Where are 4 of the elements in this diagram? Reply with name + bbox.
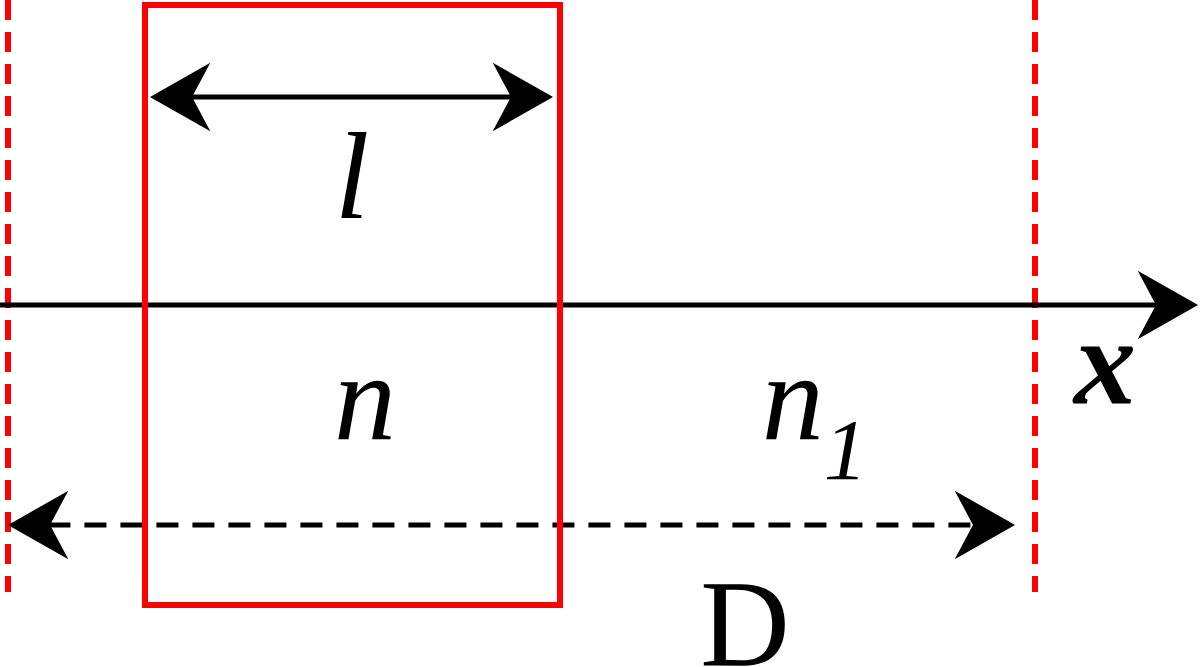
dimension-label: D	[703, 584, 785, 666]
slab-box: l n	[142, 2, 563, 608]
axis-label: x	[1072, 346, 1133, 404]
medium-label: n$_{1}$	[766, 380, 858, 480]
